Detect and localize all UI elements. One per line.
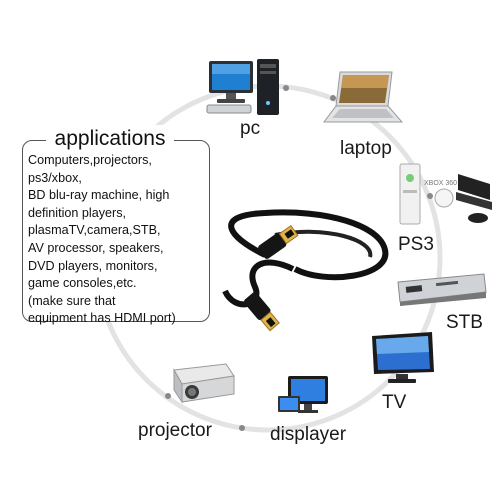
console-icon xyxy=(399,163,492,225)
projector-label: projector xyxy=(138,420,212,441)
applications-line: plasmaTV,camera,STB, xyxy=(28,223,161,238)
applications-box xyxy=(22,140,210,322)
displayer-icon xyxy=(278,376,328,413)
projector-icon xyxy=(173,363,235,404)
stb-label: STB xyxy=(446,312,483,333)
pc-label: pc xyxy=(240,118,261,139)
applications-line: game consoles,etc. xyxy=(28,276,137,291)
applications-line: Computers,projectors, xyxy=(28,153,152,167)
tv-icon xyxy=(372,332,434,383)
laptop-label: laptop xyxy=(340,138,392,159)
pc-icon xyxy=(206,59,279,115)
xbox-logo: XBOX 360 xyxy=(424,180,458,187)
applications-line: DVD players, monitors, xyxy=(28,258,158,273)
displayer-label: displayer xyxy=(270,424,347,445)
applications-list: Computers,projectors, ps3/xbox, BD blu-r… xyxy=(28,152,218,328)
applications-title: applications xyxy=(46,125,174,153)
applications-line: BD blu-ray machine, high xyxy=(28,188,170,203)
hdmi-cable-icon xyxy=(222,209,389,332)
applications-line: (make sure that xyxy=(28,293,116,308)
applications-line: ps3/xbox, xyxy=(28,170,82,185)
applications-line: definition players, xyxy=(28,205,127,220)
laptop-icon xyxy=(323,71,404,123)
stb-icon xyxy=(397,273,487,306)
applications-line: equipment has HDMI port) xyxy=(28,311,176,326)
applications-line: AV processor, speakers, xyxy=(28,240,164,255)
ps3-label: PS3 xyxy=(398,234,434,255)
tv-label: TV xyxy=(382,392,407,413)
